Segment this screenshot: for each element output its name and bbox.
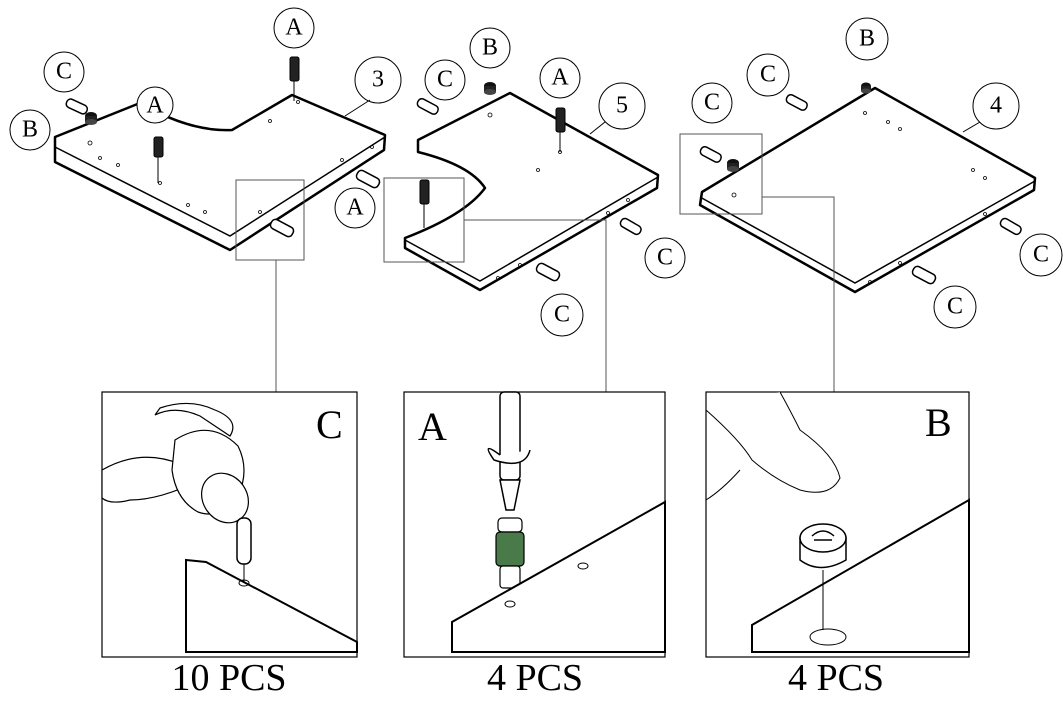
cam-bolt-icon [153, 136, 164, 183]
wood-block [751, 498, 970, 653]
board-5-outline [403, 91, 660, 292]
callout-label: C [657, 245, 673, 271]
board-3-holes [87, 100, 374, 214]
dowel-icon [535, 262, 561, 282]
board-5 [403, 82, 660, 292]
dowel-icon [699, 145, 722, 163]
screwdriver-icon [487, 391, 531, 511]
board-number: 4 [990, 93, 1002, 119]
dowel-icon [355, 169, 381, 189]
board-3 [53, 56, 387, 252]
callout-label: C [760, 62, 776, 88]
hammer-icon [101, 402, 249, 524]
board-3-edge [54, 136, 386, 237]
thumb-icon [705, 391, 841, 501]
panel-quantity: 4 PCS [788, 657, 884, 699]
dowel-icon [999, 217, 1022, 236]
cam-lock-icon [85, 112, 97, 125]
dowel-icon [65, 98, 89, 115]
cam-lock-detail-icon [799, 523, 847, 630]
dowel-pin-icon [236, 517, 252, 582]
detail-leaders [235, 133, 835, 392]
dowel-icon [619, 217, 642, 236]
board-5-holes [487, 112, 630, 280]
callout-label: C [947, 294, 963, 320]
panel-letter: B [925, 400, 952, 445]
callout-label: B [859, 26, 875, 52]
board-number: 3 [372, 67, 384, 93]
callout-label: A [146, 93, 164, 119]
cam-lock-icon [484, 82, 496, 95]
dowel-icon [416, 97, 439, 115]
panel-cam-bolt: A 4 PCS [403, 391, 666, 699]
board-4 [698, 82, 1037, 294]
cam-bolt-detail-icon [495, 517, 525, 602]
cam-lock-icon [727, 159, 739, 172]
callout-label: B [482, 35, 498, 61]
callout-label: B [22, 117, 38, 143]
board-5-edge [404, 176, 659, 282]
callout-label: C [437, 67, 453, 93]
board-4-callouts: C C B C C 4 [691, 17, 1063, 329]
dowel-icon [269, 218, 295, 238]
callout-label: C [554, 302, 570, 328]
board-4-outline [698, 86, 1037, 294]
board-4-holes [731, 111, 987, 284]
callout-label: C [1033, 242, 1049, 268]
panel-letter: C [316, 402, 343, 447]
callout-label: C [704, 90, 720, 116]
board-3-callouts: C B A A A 3 [9, 7, 402, 229]
panel-letter: A [418, 404, 447, 449]
dowel-icon [785, 93, 808, 111]
panel-dowel: C 10 PCS [101, 391, 358, 699]
panel-quantity: 4 PCS [487, 657, 583, 699]
board-4-edge [699, 180, 1036, 284]
callout-label: C [56, 59, 72, 85]
panel-quantity: 10 PCS [171, 657, 286, 699]
board-number: 5 [616, 93, 628, 119]
board-5-callouts: C B A C C 5 [424, 27, 686, 337]
callout-label: A [285, 15, 303, 41]
callout-label: A [346, 195, 364, 221]
panel-cam-lock: B 4 PCS [705, 391, 970, 699]
cam-bolt-icon [555, 107, 566, 152]
callout-label: A [551, 65, 569, 91]
dowel-icon [911, 265, 937, 285]
cam-bolt-icon [419, 179, 430, 228]
wood-block [451, 500, 666, 653]
cam-bolt-icon [289, 56, 300, 101]
cam-lock-icon [861, 82, 871, 94]
